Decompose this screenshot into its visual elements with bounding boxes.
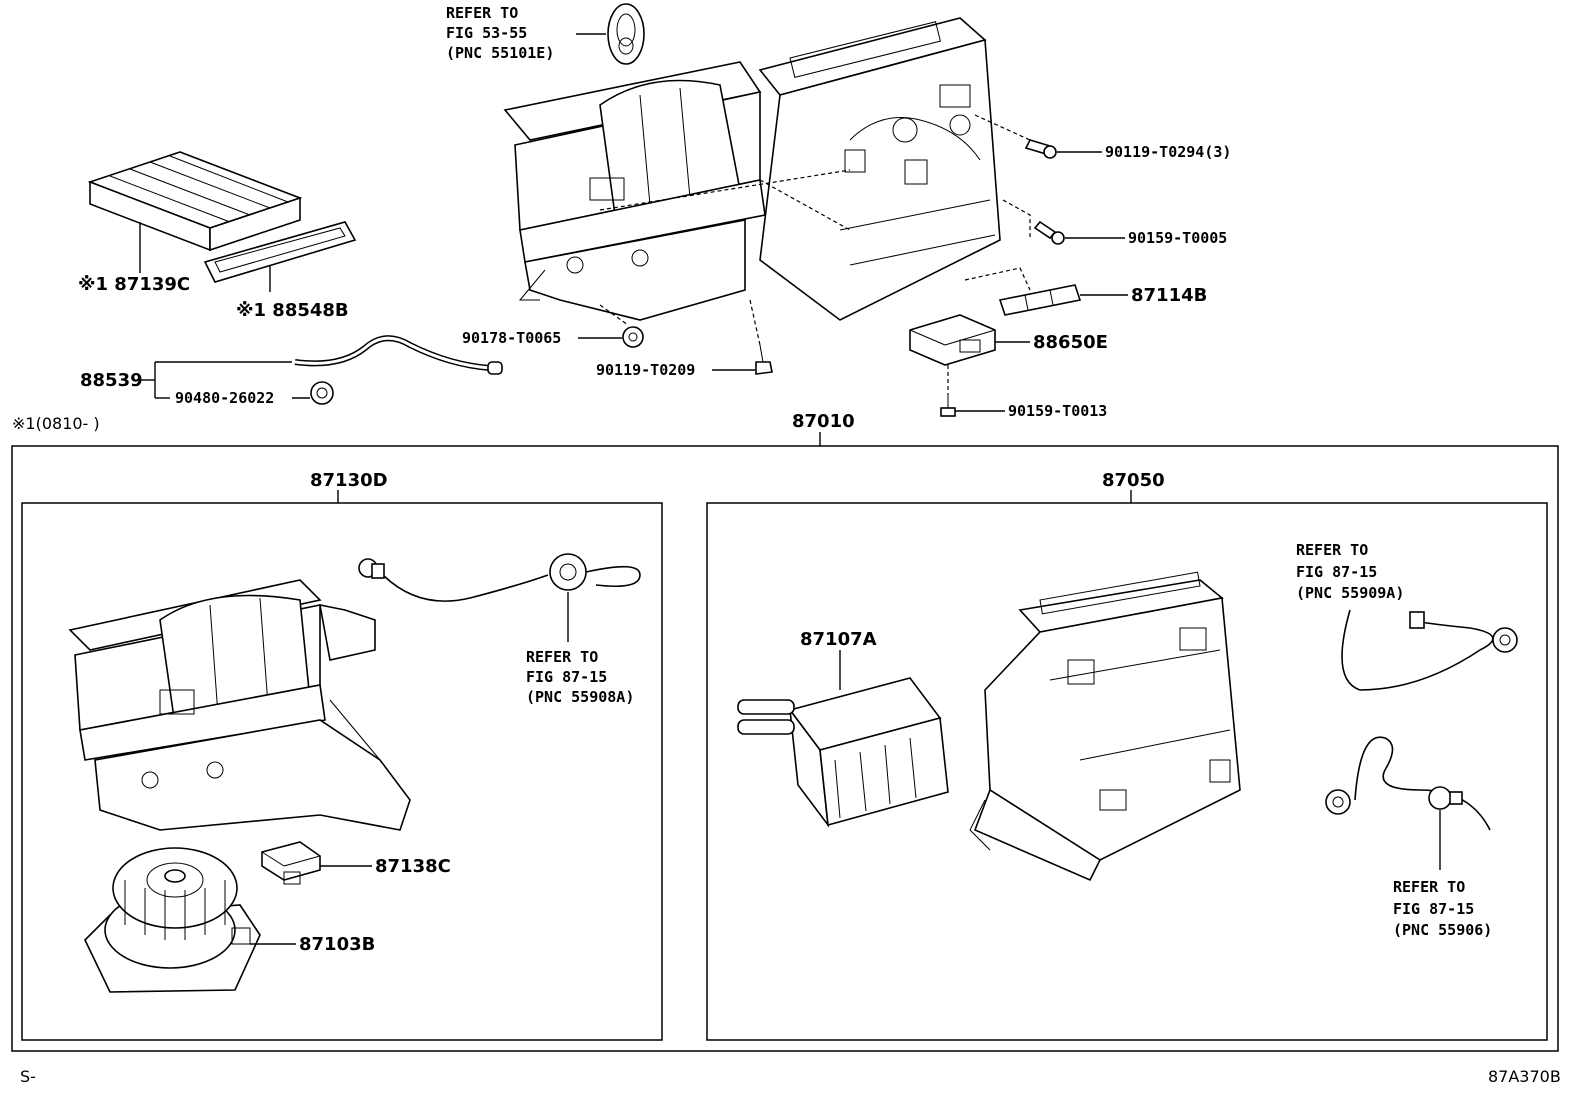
part-label-90119-t0209: 90119-T0209 xyxy=(596,361,695,379)
part-label-90119-t0294: 90119-T0294(3) xyxy=(1105,143,1231,161)
ref-label-55906-line3: (PNC 55906) xyxy=(1393,921,1492,939)
ref-label-55906-line1: REFER TO xyxy=(1393,878,1465,896)
cover-88548b xyxy=(203,221,357,283)
part-label-87114b: 87114B xyxy=(1131,285,1207,306)
part-label-87107a: 87107A xyxy=(800,629,877,650)
screw-90159-t0005 xyxy=(1002,199,1065,245)
assembly-box-87050 xyxy=(706,502,1548,1041)
bracket-87114b xyxy=(964,267,1082,316)
footnote-text: ※1(0810- ) xyxy=(12,414,100,433)
drain-hose-88539 xyxy=(294,335,503,405)
part-label-88650e: 88650E xyxy=(1033,332,1108,353)
part-label-87050: 87050 xyxy=(1102,470,1165,491)
part-label-90178-t0065: 90178-T0065 xyxy=(462,329,561,347)
figure-code: 87A370B xyxy=(1488,1067,1561,1086)
part-label-88548b: ※1 88548B xyxy=(236,300,349,321)
module-88650e xyxy=(909,314,996,366)
ref-label-55908a-line3: (PNC 55908A) xyxy=(526,688,634,706)
sensor-harness-55909a xyxy=(1341,609,1518,691)
ref-label-55909a-line2: FIG 87-15 xyxy=(1296,563,1377,581)
ref-label-55908a-line1: REFER TO xyxy=(526,648,598,666)
assembly-box-87130d xyxy=(21,502,663,1041)
screw-90119-t0209 xyxy=(749,299,773,375)
part-label-87010: 87010 xyxy=(792,411,855,432)
screw-90159-t0013 xyxy=(940,365,956,417)
ref-label-line1: REFER TO xyxy=(446,4,518,22)
blower-motor-87103b xyxy=(84,847,261,993)
ref-label-55909a-line3: (PNC 55909A) xyxy=(1296,584,1404,602)
ref-label-55906-line2: FIG 87-15 xyxy=(1393,900,1474,918)
ref-label-line2: FIG 53-55 xyxy=(446,24,527,42)
part-label-90159-t0013: 90159-T0013 xyxy=(1008,402,1107,420)
part-label-87139c: ※1 87139C xyxy=(78,274,190,295)
part-label-87130d: 87130D xyxy=(310,470,388,491)
clip-90178-t0065 xyxy=(599,304,644,348)
part-label-87103b: 87103B xyxy=(299,934,375,955)
part-label-90480-26022: 90480-26022 xyxy=(175,389,274,407)
assembly-box-87010 xyxy=(11,445,1559,1052)
part-label-88539: 88539 xyxy=(80,370,143,391)
sensor-harness-55906 xyxy=(1325,736,1491,831)
part-label-87138c: 87138C xyxy=(375,856,451,877)
ref-label-55909a-line1: REFER TO xyxy=(1296,541,1368,559)
resistor-87138c xyxy=(261,841,321,885)
screw-90119-t0294 xyxy=(974,114,1057,159)
blower-case xyxy=(68,579,411,831)
hvac-unit-assembly xyxy=(503,17,1001,321)
sensor-harness-55908a xyxy=(358,553,641,602)
heater-core-87107a xyxy=(737,677,949,828)
filter-87139c xyxy=(87,151,303,252)
part-label-90159-t0005: 90159-T0005 xyxy=(1128,229,1227,247)
heater-case xyxy=(969,571,1241,882)
ref-label-55908a-line2: FIG 87-15 xyxy=(526,668,607,686)
corner-label-left: S- xyxy=(20,1067,36,1086)
grommet-55101e xyxy=(607,3,645,65)
ref-label-line3: (PNC 55101E) xyxy=(446,44,554,62)
